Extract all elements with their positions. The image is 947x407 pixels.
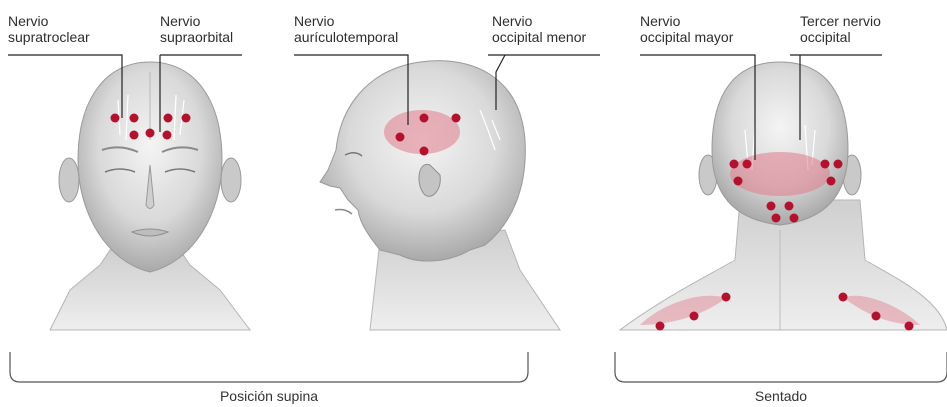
label-supratrochlear: Nervio supratroclear bbox=[8, 13, 90, 45]
injection-point bbox=[785, 202, 794, 211]
seated-bracket bbox=[615, 352, 947, 382]
occipital-target-zone bbox=[730, 152, 830, 196]
caption-supine: Posición supina bbox=[169, 388, 369, 404]
label-greater-occipital: Nervio occipital mayor bbox=[640, 13, 733, 45]
injection-point bbox=[834, 160, 843, 169]
injection-point bbox=[722, 293, 731, 302]
injection-point bbox=[839, 293, 848, 302]
injection-point bbox=[743, 160, 752, 169]
injection-point bbox=[146, 129, 155, 138]
injection-point bbox=[396, 133, 405, 142]
injection-point bbox=[821, 160, 830, 169]
injection-point bbox=[420, 147, 429, 156]
injection-point bbox=[872, 312, 881, 321]
injection-point bbox=[772, 214, 781, 223]
injection-point bbox=[420, 114, 429, 123]
injection-point bbox=[130, 131, 139, 140]
injection-point bbox=[827, 177, 836, 186]
injection-point bbox=[182, 114, 191, 123]
injection-point bbox=[790, 214, 799, 223]
injection-point bbox=[690, 312, 699, 321]
injection-point bbox=[734, 177, 743, 186]
label-supraorbital: Nervio supraorbital bbox=[160, 13, 233, 45]
supine-bracket bbox=[10, 352, 528, 382]
injection-point bbox=[767, 202, 776, 211]
injection-point bbox=[111, 114, 120, 123]
injection-point bbox=[130, 114, 139, 123]
side-head-illustration bbox=[320, 61, 560, 330]
injection-point bbox=[163, 131, 172, 140]
injection-point bbox=[452, 114, 461, 123]
front-head-illustration bbox=[50, 62, 250, 330]
injection-point bbox=[730, 160, 739, 169]
back-head-illustration bbox=[620, 62, 947, 330]
injection-point bbox=[164, 114, 173, 123]
caption-seated: Sentado bbox=[681, 388, 881, 404]
label-third-occipital: Tercer nervio occipital bbox=[800, 13, 881, 45]
injection-point bbox=[656, 322, 665, 331]
injection-point bbox=[905, 322, 914, 331]
label-lesser-occipital: Nervio occipital menor bbox=[492, 13, 586, 45]
label-auriculotemporal: Nervio aurículotemporal bbox=[294, 13, 398, 45]
